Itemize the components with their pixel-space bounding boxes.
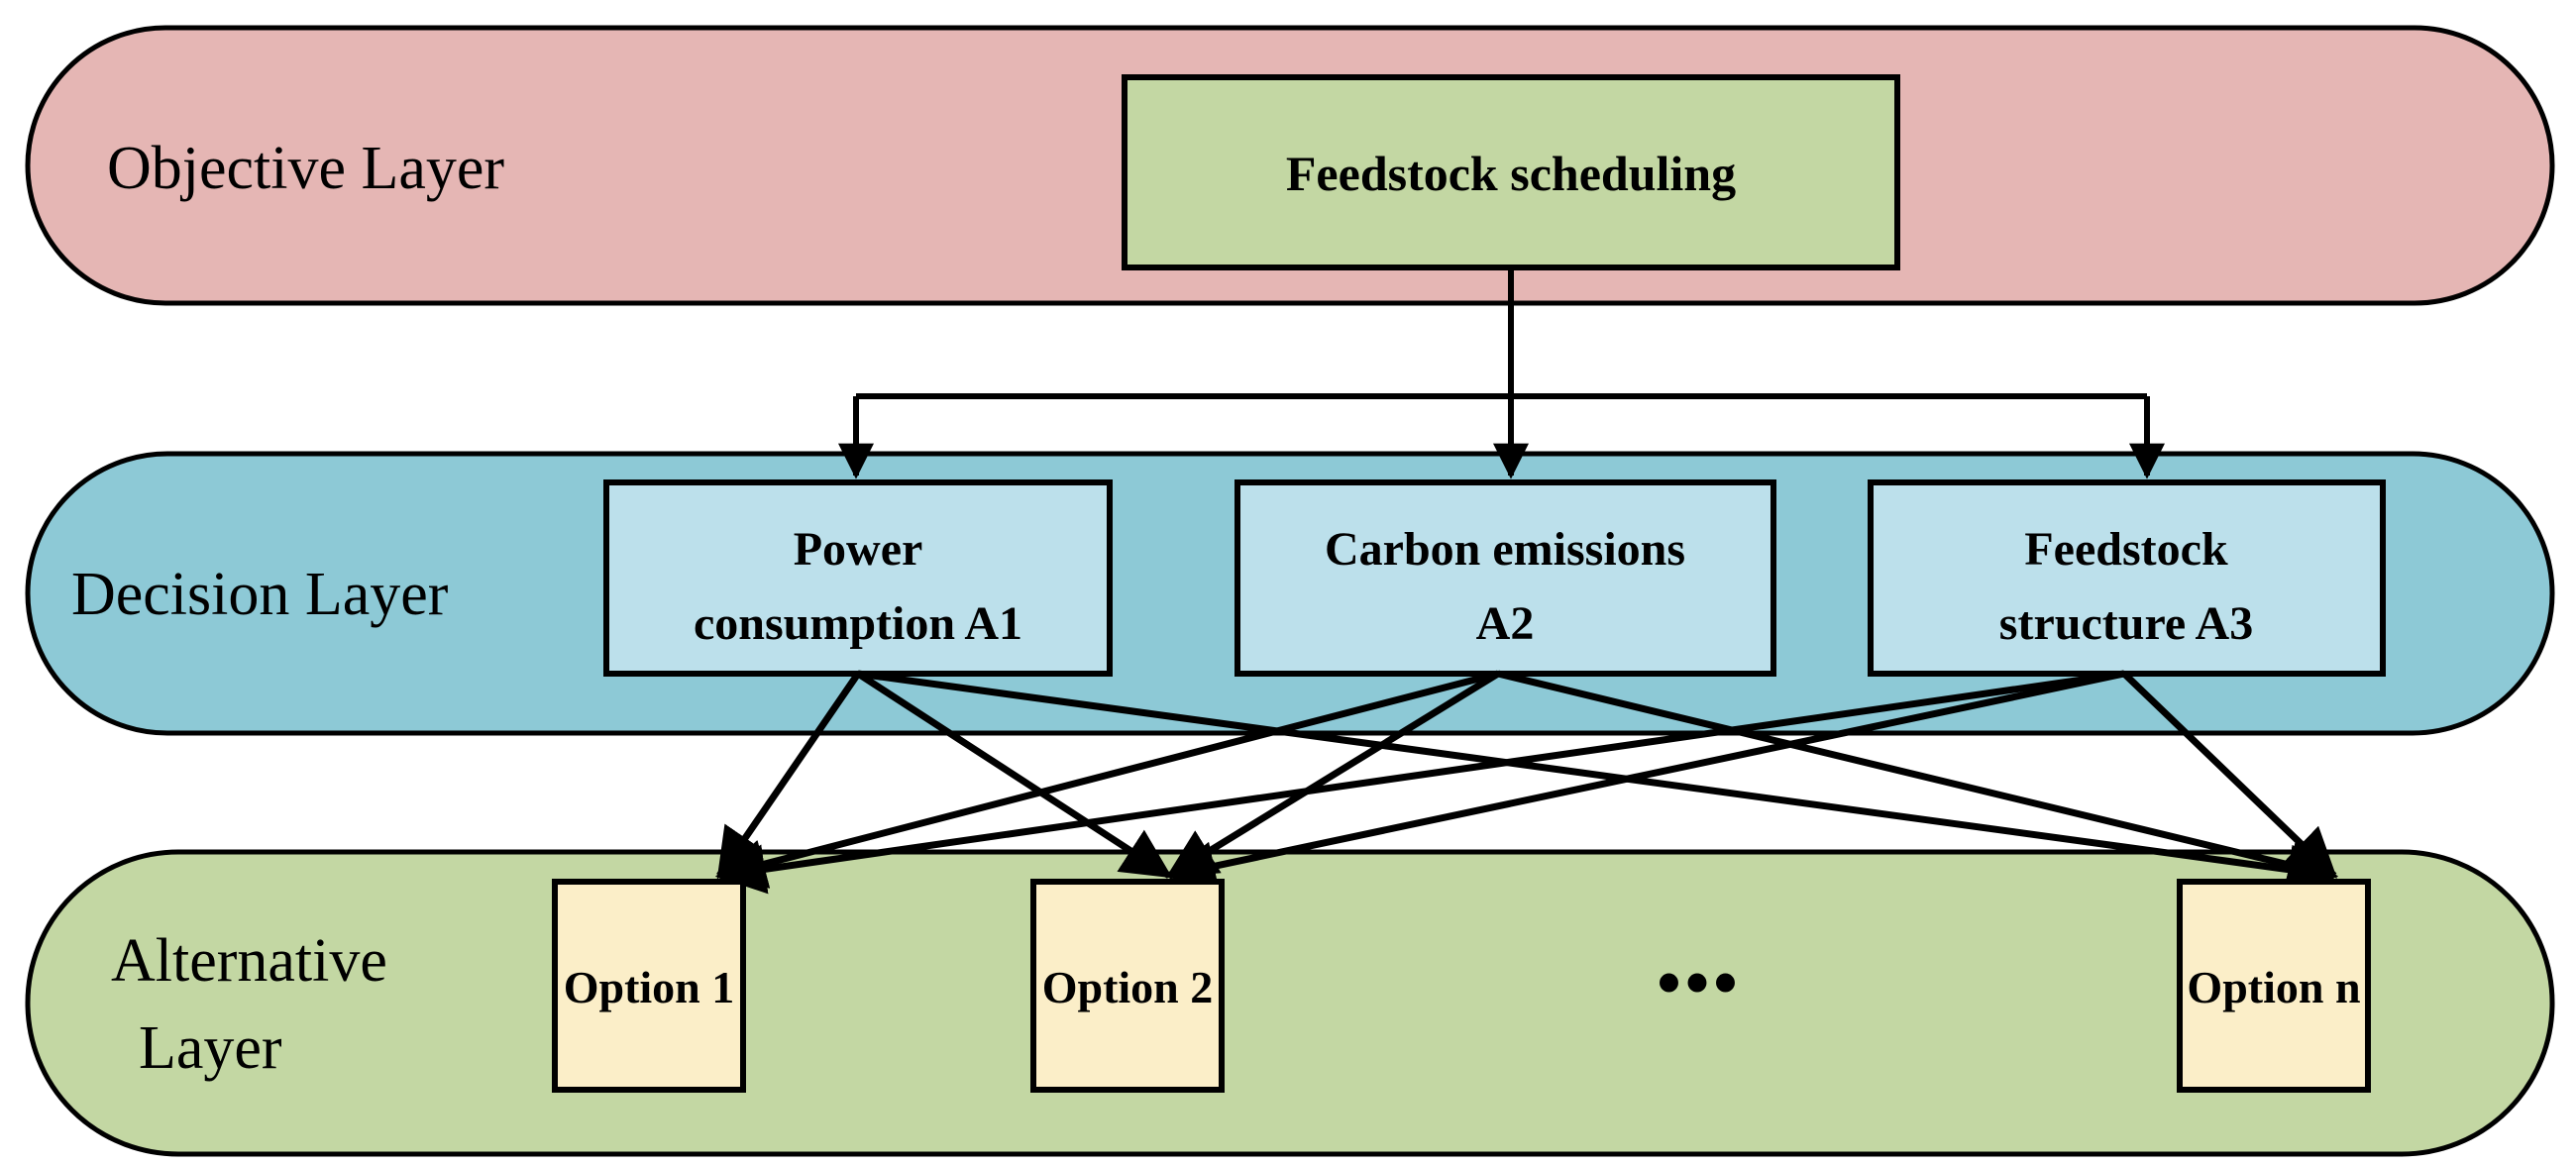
layer-band-alternative: Alternative Layer [25, 849, 2555, 1157]
edge-a3-to-option2 [1165, 670, 2125, 892]
objective-node-label: Feedstock scheduling [1286, 146, 1736, 201]
decision-layer-label: Decision Layer [71, 561, 449, 628]
objective-node-box[interactable] [1122, 74, 1900, 270]
edge-a2-to-option1 [715, 670, 1499, 889]
alternative-node-optionn-label: Option n [2187, 962, 2360, 1012]
ellipsis-icon: ••• [1657, 945, 1742, 1021]
decision-node-a1-box[interactable] [603, 479, 1113, 677]
alternative-node-option2[interactable]: Option 2 [1030, 879, 1225, 1093]
alternative-layer-label-line1: Alternative [111, 927, 387, 995]
decision-node-a2[interactable]: Carbon emissions A2 [1234, 479, 1776, 677]
decision-node-a3-label-line1: Feedstock [2024, 523, 2228, 576]
decision-node-a2-box[interactable] [1234, 479, 1776, 677]
decision-node-a3-box[interactable] [1868, 479, 2386, 677]
objective-layer-label: Objective Layer [107, 135, 504, 202]
edge-a1-to-optionn [857, 670, 2338, 895]
alternative-node-option1-label: Option 1 [564, 962, 735, 1012]
alternative-layer-label-line2: Layer [139, 1014, 282, 1082]
alternative-node-option2-box[interactable] [1030, 879, 1225, 1093]
alternative-node-optionn-box[interactable] [2177, 879, 2371, 1093]
connector-decision-to-alternative [715, 670, 2338, 895]
decision-node-a2-label-line1: Carbon emissions [1325, 523, 1685, 576]
edge-a2-to-optionn [1497, 670, 2338, 890]
connector-objective-to-decision [838, 267, 2165, 479]
edge-a3-to-optionn [2121, 671, 2337, 879]
edge-a3-to-option1 [715, 670, 2125, 895]
decision-node-a3-label-line2: structure A3 [1999, 597, 2253, 650]
decision-node-a1[interactable]: Power consumption A1 [603, 479, 1113, 677]
alternative-node-option2-label: Option 2 [1042, 962, 1214, 1012]
decision-node-a3[interactable]: Feedstock structure A3 [1868, 479, 2386, 677]
alternative-node-optionn[interactable]: Option n [2177, 879, 2371, 1093]
edge-a1-to-option2 [856, 671, 1173, 879]
objective-node[interactable]: Feedstock scheduling [1122, 74, 1900, 270]
decision-node-a1-label-line2: consumption A1 [694, 597, 1022, 650]
edge-a2-to-option2 [1165, 671, 1500, 879]
alternative-node-option1-box[interactable] [552, 879, 746, 1093]
decision-node-a2-label-line2: A2 [1476, 597, 1535, 650]
alternative-layer-band [25, 849, 2555, 1157]
alternative-node-option1[interactable]: Option 1 [552, 879, 746, 1093]
decision-node-a1-label-line1: Power [794, 523, 923, 576]
